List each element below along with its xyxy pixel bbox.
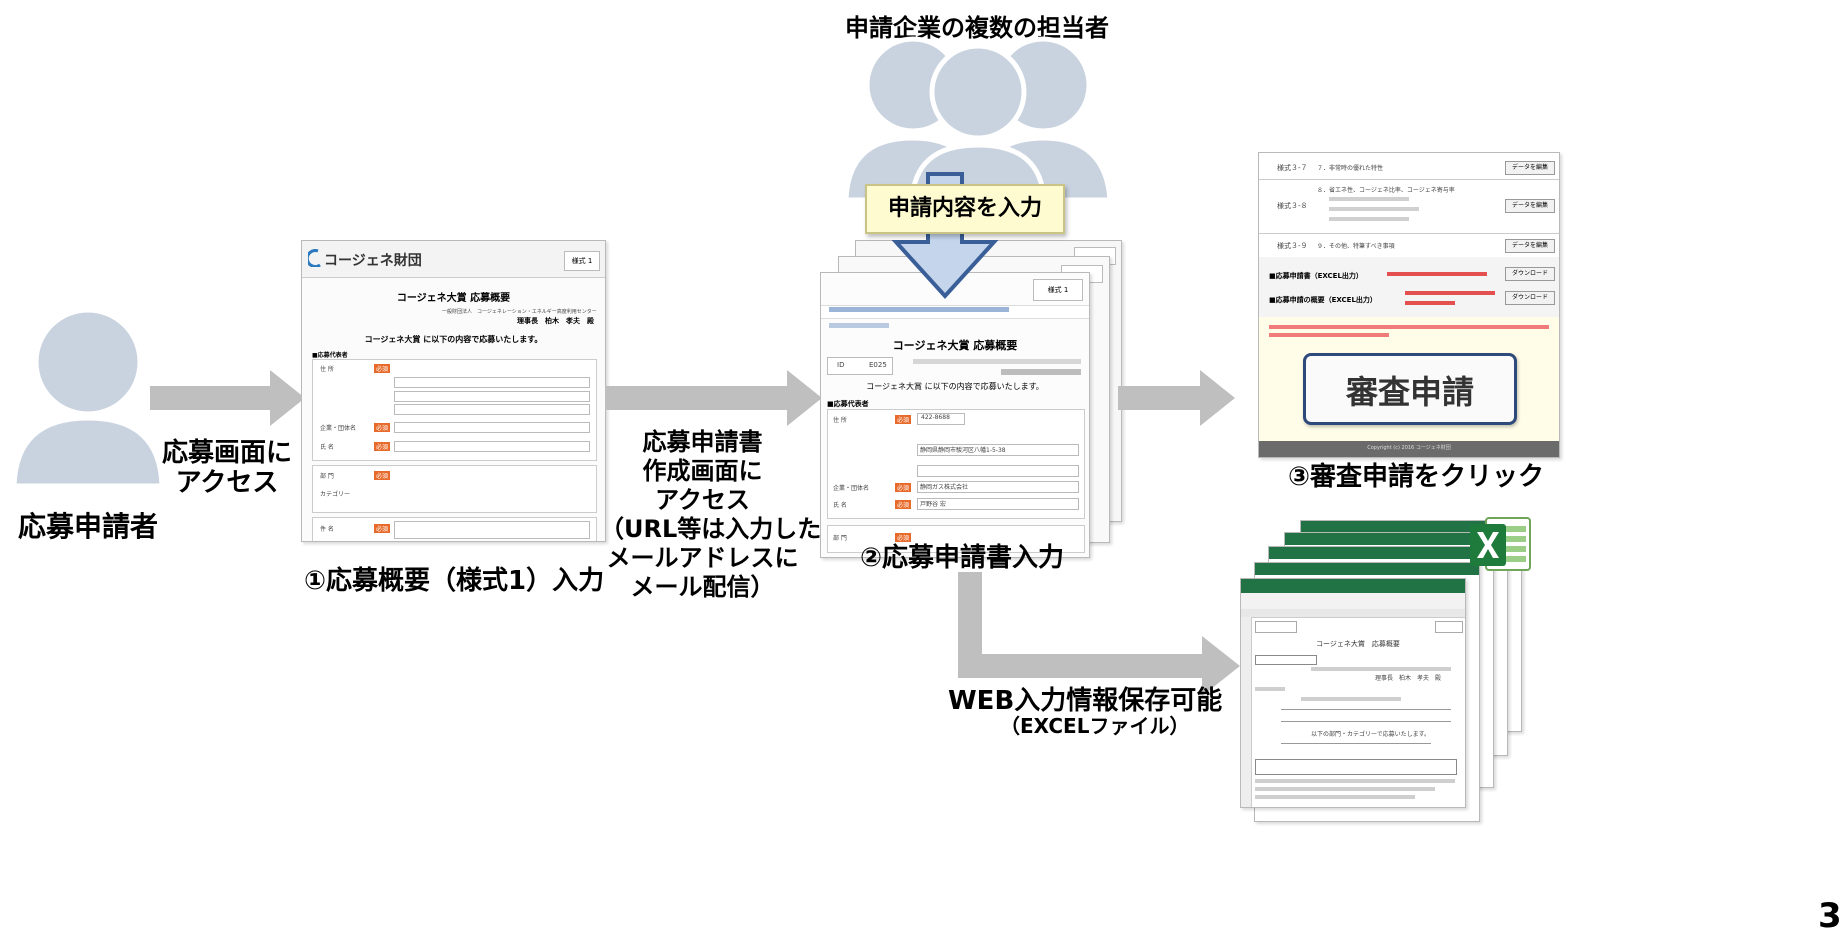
form2-field-address: 住 所 [833, 417, 847, 424]
form1-field-name: 氏 名 [320, 444, 334, 451]
access-application-label: 応募申請書 作成画面に アクセス （URL等は入力した メールアドレスに メール… [600, 428, 822, 601]
form1-tag: 様式 1 [564, 251, 600, 271]
form1-title: コージェネ大賞 応募概要 [396, 293, 511, 304]
excel-line: 以下の部門・カテゴリーで応募いたします。 [1311, 731, 1431, 738]
form1-screenshot: コージェネ財団 様式 1 コージェネ大賞 応募概要 一般財団法人 コージェネレー… [301, 240, 606, 542]
form1-name-input[interactable] [394, 441, 590, 452]
form1-field-company: 企業・団体名 [320, 425, 357, 432]
page-number: 3 [1818, 896, 1842, 936]
input-content-callout: 申請内容を入力 [865, 184, 1065, 234]
arrow-to-form2 [605, 370, 822, 426]
form3-screenshot: 様式３-７ ７．非常時の優れた特性 データを編集 様式３-８ ８．省エネ性、コー… [1258, 152, 1560, 458]
form3-dl2-button[interactable]: ダウンロード [1505, 291, 1555, 305]
step2-label: ②応募申請書入力 [860, 543, 1065, 573]
web-save-label: WEB入力情報保存可能 [948, 686, 1223, 716]
form3-row3-button[interactable]: データを編集 [1505, 239, 1555, 253]
form3-row1-text: ７．非常時の優れた特性 [1317, 165, 1384, 172]
form2-id-value: E025 [869, 361, 887, 369]
form1-field-address: 住 所 [320, 366, 334, 373]
form1-org: 一般財団法人 コージェネレーション・エネルギー高度利用センター [442, 309, 597, 315]
form3-row2-code: 様式３-８ [1277, 202, 1308, 210]
form2-field-name: 氏 名 [833, 502, 847, 509]
form2-field-division: 部 門 [833, 535, 847, 542]
form2-zip: 422-8688 [921, 414, 950, 421]
form2-field-company: 企業・団体名 [833, 485, 870, 492]
form1-section: ■応募代表者 [312, 352, 348, 359]
form3-dl1-label: ■応募申請書（EXCEL出力） [1269, 272, 1363, 280]
arrow-to-form3 [1118, 370, 1235, 426]
excel-logo-icon [1470, 517, 1531, 571]
web-save-sub-label: （EXCELファイル） [1000, 714, 1190, 738]
form3-row1-button[interactable]: データを編集 [1505, 161, 1555, 175]
form2-company: 静岡ガス株式会社 [920, 484, 969, 491]
submit-review-button[interactable] [1303, 353, 1517, 425]
form1-chair: 理事長 柏木 孝夫 殿 [517, 317, 594, 325]
excel-sheet-front: コージェネ大賞 応募概要 理事長 柏木 孝夫 殿 以下の部門・カテゴリーで応募い… [1240, 578, 1466, 808]
form2-intro: コージェネ大賞 に以下の内容で応募いたします。 [866, 382, 1044, 391]
form1-field-category: カテゴリー [320, 491, 351, 498]
step3-label: ③審査申請をクリック [1288, 462, 1545, 492]
excel-chair: 理事長 柏木 孝夫 殿 [1375, 675, 1442, 682]
form3-footer-text: Copyright (c) 2016 コージェネ財団 [1367, 445, 1451, 451]
excel-title: コージェネ大賞 応募概要 [1316, 640, 1400, 648]
form2-tag: 様式 1 [1033, 279, 1083, 301]
form3-row2-text: ８．省エネ性、コージェネ比率、コージェネ寄与率 [1317, 187, 1455, 194]
company-staff-label: 申請企業の複数の担当者 [845, 14, 1109, 42]
form3-dl2-label: ■応募申請の概要（EXCEL出力） [1269, 296, 1377, 304]
form2-name: 戸野谷 宏 [920, 501, 946, 508]
form1-logo: コージェネ財団 [324, 253, 422, 269]
applicant-label: 応募申請者 [18, 510, 159, 543]
applicant-person-icon [11, 307, 165, 489]
form3-row2-button[interactable]: データを編集 [1505, 199, 1555, 213]
form1-company-input[interactable] [394, 422, 590, 433]
form2-zip-input[interactable] [917, 413, 965, 425]
form3-row1-code: 様式３-７ [1277, 164, 1308, 172]
arrow-to-form1 [150, 370, 305, 426]
form1-intro: コージェネ大賞 に以下の内容で応募いたします。 [364, 335, 543, 344]
cogene-logo-icon [308, 249, 321, 267]
submit-review-label: 審査申請 [1345, 373, 1474, 411]
form2-name-input[interactable] [917, 498, 1079, 510]
form1-field-division: 部 門 [320, 473, 334, 480]
form2-section: ■応募代表者 [827, 400, 869, 408]
form2-company-input[interactable] [917, 481, 1079, 493]
form3-dl1-button[interactable]: ダウンロード [1505, 267, 1555, 281]
access-form-label: 応募画面に アクセス [162, 438, 293, 498]
form2-screenshot: 様式 1 コージェネ大賞 応募概要 ID E025 コージェネ大賞 に以下の内容… [820, 272, 1090, 558]
form3-row3-text: ９．その他、特筆すべき事項 [1317, 243, 1395, 250]
step1-label: ①応募概要（様式1）入力 [304, 566, 605, 596]
form3-footer [1259, 441, 1559, 457]
form3-row3-code: 様式３-９ [1277, 242, 1308, 250]
form2-address-input[interactable] [917, 444, 1079, 456]
form2-address: 静岡県静岡市駿河区八幡1-5-38 [920, 447, 1006, 454]
arrow-to-excel [958, 572, 1240, 696]
form2-title: コージェネ大賞 応募概要 [892, 339, 1018, 352]
form1-address-input[interactable] [394, 377, 590, 388]
form2-id-label: ID [837, 361, 845, 369]
form1-field-subject: 件 名 [320, 526, 334, 533]
